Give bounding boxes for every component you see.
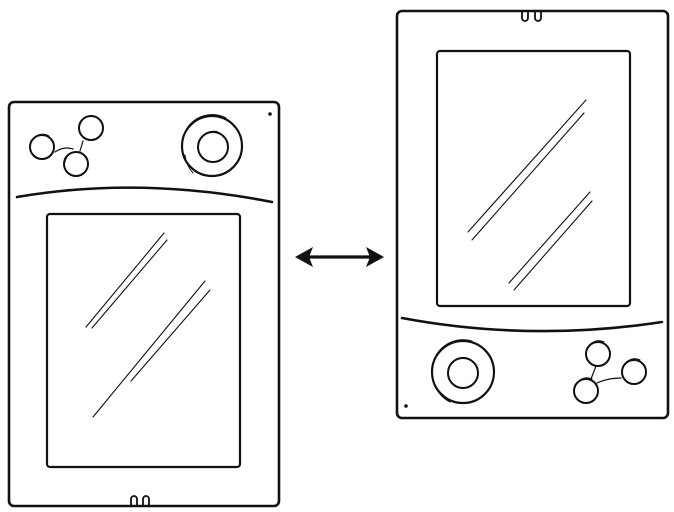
device-left-action-buttons xyxy=(29,115,104,177)
arrow-head-right xyxy=(366,247,384,267)
double-arrow xyxy=(295,247,384,267)
device-left-screen xyxy=(45,212,242,469)
device-right xyxy=(395,9,670,420)
device-right-action-buttons xyxy=(573,340,647,404)
device-right-connector xyxy=(521,10,542,22)
device-right-button-a xyxy=(585,341,611,367)
device-right-indicator-dot xyxy=(404,404,408,408)
device-right-screen xyxy=(435,49,632,308)
device-left-divider xyxy=(15,186,274,204)
device-left xyxy=(7,100,281,508)
device-right-button-c xyxy=(573,378,599,404)
device-right-divider xyxy=(400,316,664,333)
device-right-button-b xyxy=(621,359,647,385)
device-left-joystick xyxy=(180,114,244,178)
device-left-button-a xyxy=(29,134,55,160)
device-right-body xyxy=(395,9,670,420)
device-left-indicator-dot xyxy=(268,112,272,116)
arrow-head-left xyxy=(295,247,313,267)
device-left-connector xyxy=(130,495,150,507)
device-left-body xyxy=(7,100,281,508)
device-right-screen-glare xyxy=(467,99,593,291)
device-right-joystick xyxy=(430,339,496,405)
device-left-screen-glare xyxy=(85,232,211,418)
